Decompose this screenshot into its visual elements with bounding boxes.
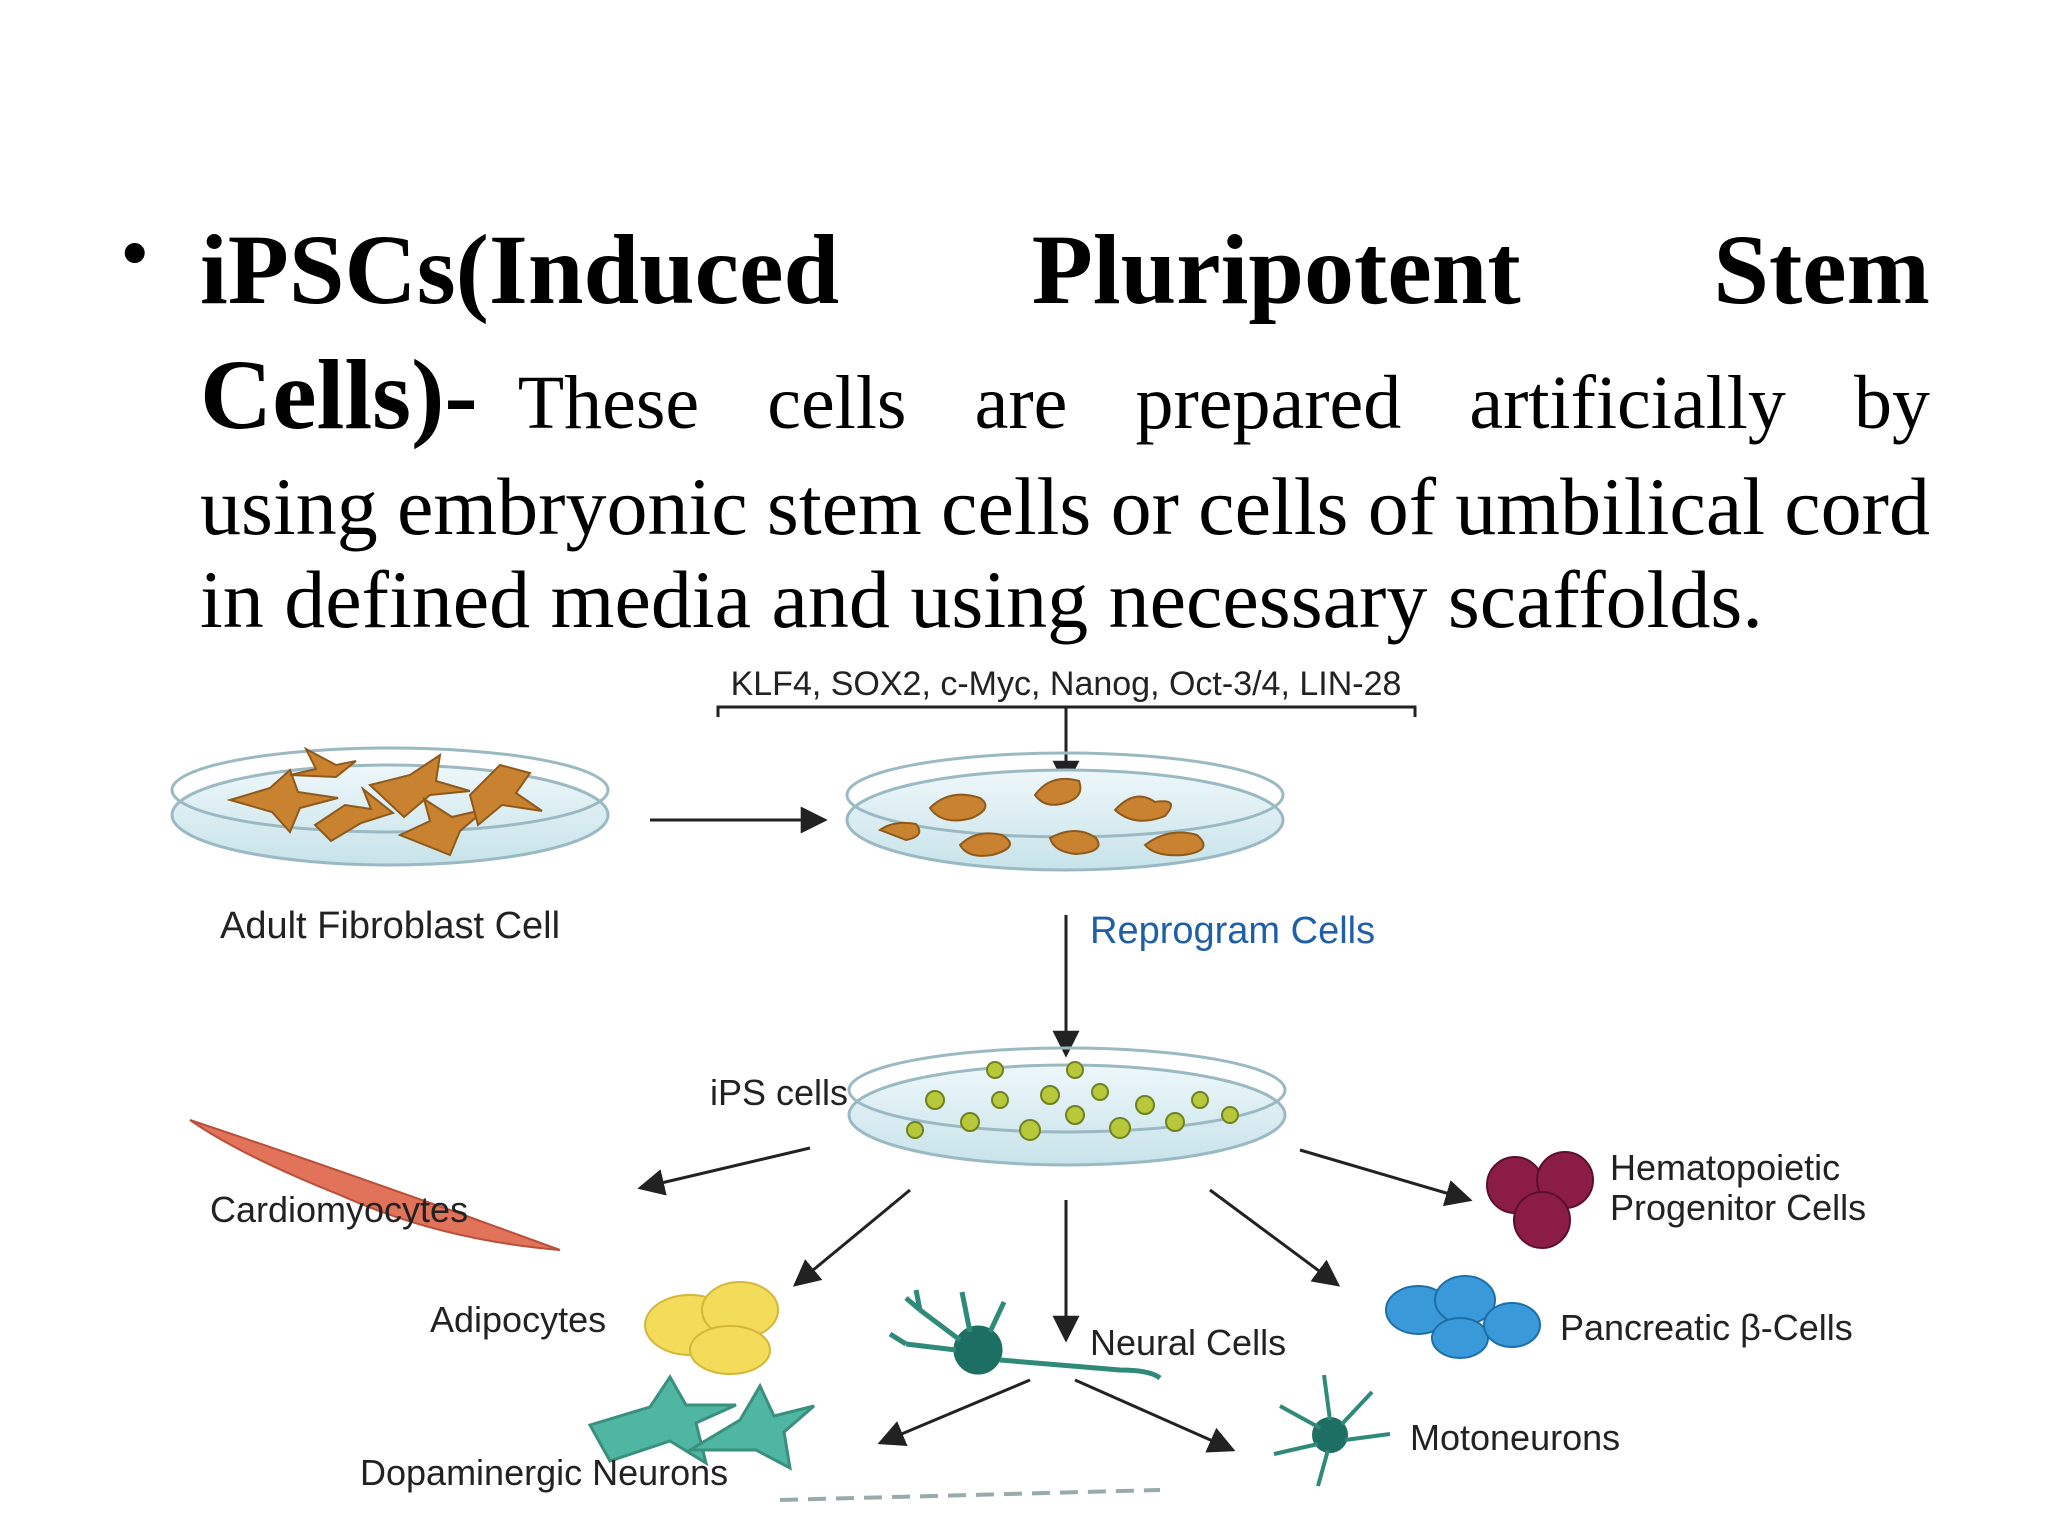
description-word: cells bbox=[767, 361, 907, 445]
description-word: cells bbox=[1198, 461, 1349, 552]
description-word: prepared bbox=[1135, 361, 1402, 445]
description-word: cord bbox=[1784, 461, 1930, 552]
hematopoietic-cells bbox=[1486, 1151, 1594, 1249]
pancreatic-cells bbox=[1385, 1275, 1541, 1359]
description-word: using bbox=[200, 461, 378, 552]
ips-dish bbox=[847, 1046, 1287, 1167]
reprogram-dish bbox=[845, 751, 1285, 872]
dopaminergic-neurons bbox=[587, 1374, 815, 1471]
cardiomyocytes-label: Cardiomyocytes bbox=[210, 1189, 468, 1230]
heading-word: Stem bbox=[1713, 214, 1930, 325]
pancreatic-label: Pancreatic β-Cells bbox=[1560, 1307, 1853, 1348]
description-line-3: in defined media and using necessary sca… bbox=[200, 554, 1763, 646]
adult-fibroblast-label: Adult Fibroblast Cell bbox=[220, 905, 560, 947]
fibroblast-dish bbox=[170, 746, 610, 867]
hematopoietic-label-2: Progenitor Cells bbox=[1610, 1187, 1866, 1228]
factors-label: KLF4, SOX2, c-Myc, Nanog, Oct-3/4, LIN-2… bbox=[731, 665, 1402, 703]
reprogrammed-cells bbox=[877, 777, 1205, 857]
neural-cell bbox=[888, 1289, 1162, 1381]
description-line-1: These cells are prepared artificially by bbox=[518, 354, 1930, 453]
adipocytes-label: Adipocytes bbox=[430, 1299, 606, 1340]
description-word: by bbox=[1853, 361, 1930, 445]
motoneuron-cell bbox=[779, 1374, 1391, 1502]
motoneurons-label: Motoneurons bbox=[1410, 1417, 1620, 1458]
description-word: embryonic bbox=[396, 461, 748, 552]
description-word: or bbox=[1110, 461, 1179, 552]
description-word: umbilical bbox=[1455, 461, 1765, 552]
description-word: artificially bbox=[1469, 361, 1786, 445]
differentiation-arrows bbox=[637, 1146, 1473, 1453]
bullet-glyph: • bbox=[120, 207, 150, 300]
heading-word: Pluripotent bbox=[1031, 214, 1521, 325]
adipocyte-cells bbox=[644, 1281, 779, 1375]
heading-word: iPSCs(Induced bbox=[200, 214, 840, 325]
description-word: These bbox=[517, 361, 700, 445]
reprogram-label: Reprogram Cells bbox=[1090, 910, 1375, 952]
neural-cells-label: Neural Cells bbox=[1090, 1322, 1286, 1363]
heading-word: Cells)- bbox=[200, 339, 478, 450]
heading-line-1: iPSCs(Induced Pluripotent Stem bbox=[200, 210, 1930, 330]
cardiomyocyte-cell bbox=[189, 1119, 561, 1251]
description-word: stem bbox=[766, 461, 922, 552]
description-word: are bbox=[974, 361, 1068, 445]
description-line-2: using embryonic stem cells or cells of u… bbox=[200, 460, 1930, 553]
ipsc-diagram: KLF4, SOX2, c-Myc, Nanog, Oct-3/4, LIN-2… bbox=[170, 665, 1866, 1502]
slide-text: iPSCs(Induced Pluripotent Stem Cells)- T… bbox=[200, 210, 1930, 647]
ips-cells-label: iPS cells bbox=[710, 1072, 848, 1113]
fibroblast-cells bbox=[226, 746, 543, 857]
ips-colonies bbox=[906, 1061, 1239, 1141]
factors-bracket: KLF4, SOX2, c-Myc, Nanog, Oct-3/4, LIN-2… bbox=[716, 665, 1417, 788]
description-word: cells bbox=[941, 461, 1092, 552]
description-word: of bbox=[1367, 461, 1437, 552]
heading-line-2: Cells)- These cells are prepared artific… bbox=[200, 330, 1930, 460]
hematopoietic-label-1: Hematopoietic bbox=[1610, 1147, 1840, 1188]
dopaminergic-label: Dopaminergic Neurons bbox=[360, 1452, 728, 1493]
